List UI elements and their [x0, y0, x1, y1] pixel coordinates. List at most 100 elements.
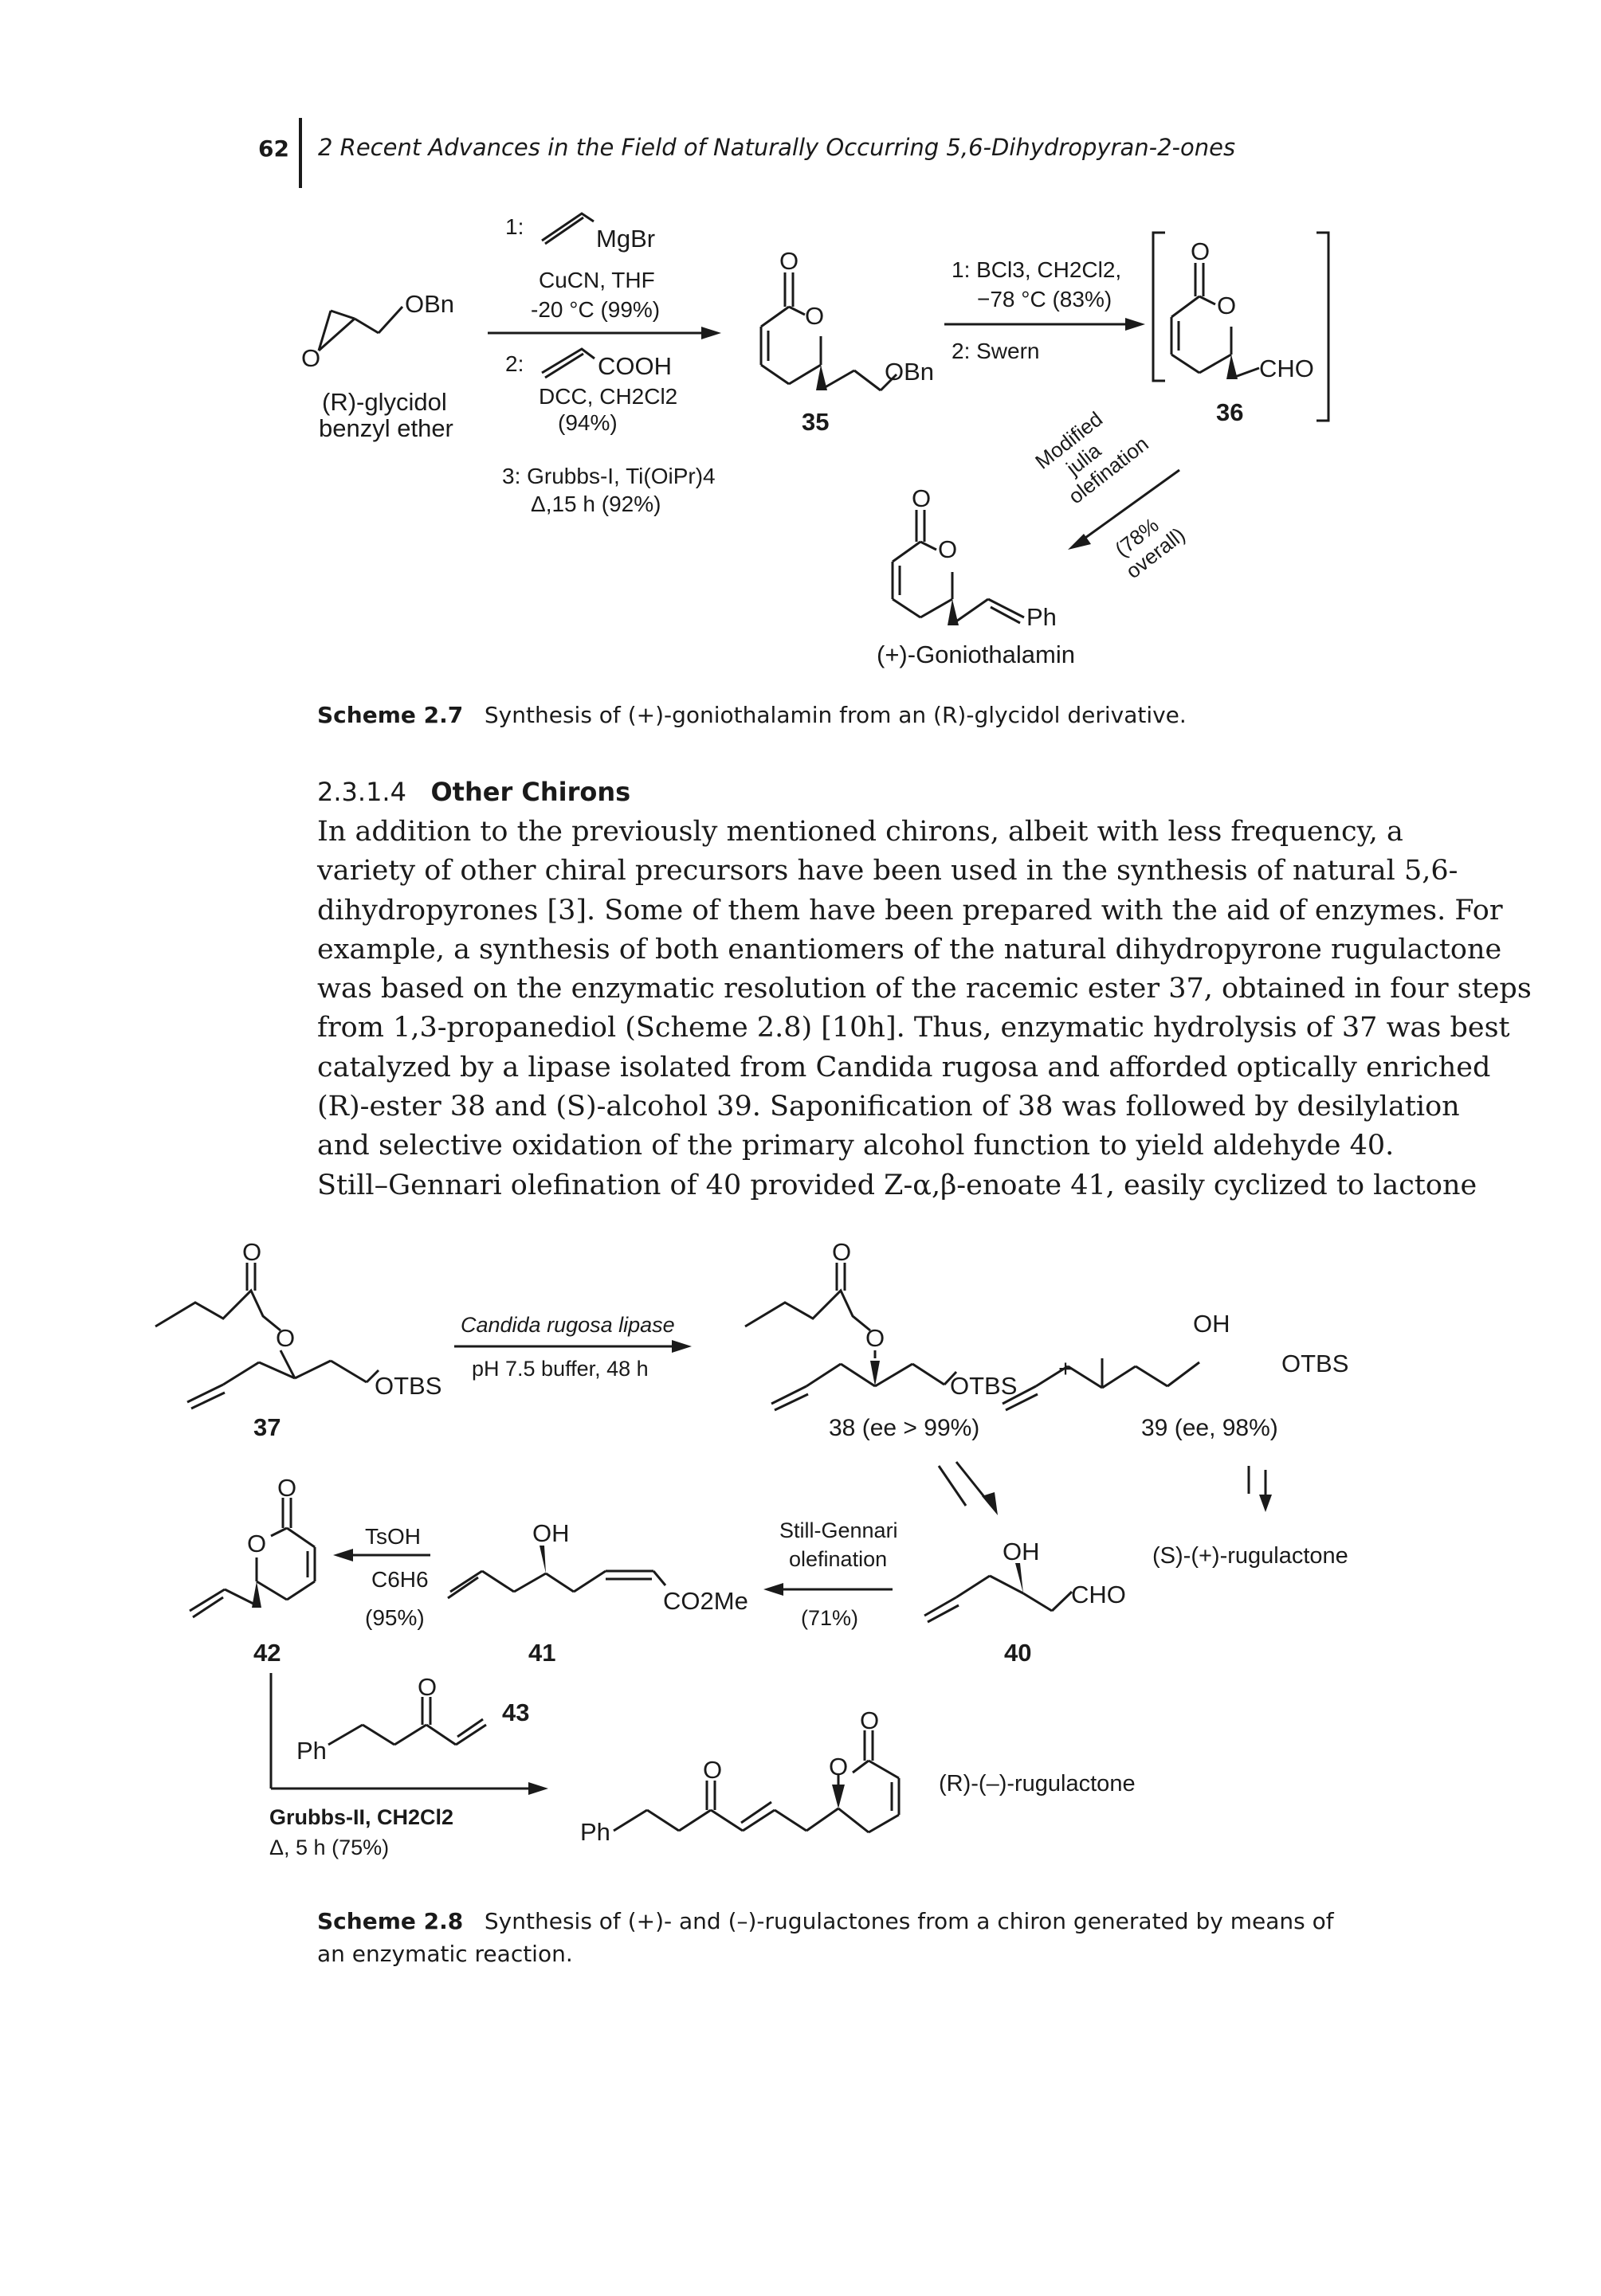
r-rugulactone-structure — [613, 1730, 901, 1834]
c37-otbs: OTBS — [375, 1372, 441, 1400]
c36-o-ring: O — [1217, 292, 1236, 319]
glycidol-benzyl-ether-structure — [317, 305, 404, 352]
c39-otbs: OTBS — [1281, 1350, 1348, 1377]
r-o-top: O — [860, 1706, 879, 1734]
compound-43-structure — [328, 1697, 487, 1746]
step1-reagent: MgBr — [596, 225, 655, 253]
compound-35-structure — [759, 272, 898, 392]
grubbs-arrow-head — [528, 1782, 548, 1795]
step1-conditions-1: CuCN, THF — [539, 268, 655, 292]
running-title: 2 Recent Advances in the Field of Natura… — [318, 134, 1236, 161]
scheme-2-8-caption-label: Scheme 2.8 — [317, 1908, 464, 1934]
s-rugulactone-name: (S)-(+)-rugulactone — [1152, 1543, 1348, 1569]
section-heading: 2.3.1.4 Other Chirons — [317, 777, 630, 807]
scheme-2-7: OBn O (R)-glycidol benzyl ether 1: MgBr … — [301, 212, 1330, 668]
c37-o-top: O — [242, 1238, 261, 1266]
goniothalamin-structure — [891, 510, 1025, 625]
reaction-arrow-1-head — [701, 327, 721, 339]
paragraph-line: (R)-ester 38 and (S)-alcohol 39. Saponif… — [317, 1091, 1460, 1123]
r-o-ring: O — [829, 1753, 848, 1781]
gonio-o-ring: O — [938, 535, 957, 563]
gonio-o-top: O — [912, 484, 931, 512]
still-gennari-arrow-head — [763, 1583, 783, 1596]
paragraph-line: variety of other chiral precursors have … — [317, 855, 1458, 887]
c35-label: 35 — [802, 408, 829, 436]
step2-number: 2: — [505, 351, 524, 376]
c38-otbs: OTBS — [950, 1372, 1017, 1400]
c43-o: O — [418, 1673, 437, 1701]
paragraph-line: Still–Gennari olefination of 40 provided… — [317, 1169, 1477, 1201]
julia-yield-group: (78% overall) — [1110, 513, 1189, 583]
still-gennari-line3: (71%) — [801, 1606, 858, 1630]
compound-36-structure — [1170, 263, 1260, 379]
julia-label-group: Modified julia olefination — [1030, 407, 1153, 509]
compound-39-structure — [1002, 1358, 1200, 1412]
r-rugulactone-name: (R)-(–)-rugulactone — [939, 1771, 1136, 1796]
paragraph-line: was based on the enzymatic resolution of… — [317, 973, 1532, 1005]
c39-oh: OH — [1193, 1310, 1230, 1338]
c43-ph: Ph — [296, 1737, 327, 1765]
plus-sign: + — [1058, 1354, 1073, 1382]
grubbs-line1: Grubbs-II, CH2Cl2 — [269, 1805, 453, 1829]
enzyme-conditions-2: pH 7.5 buffer, 48 h — [472, 1357, 649, 1381]
scheme-2-7-caption-text: Synthesis of (+)-goniothalamin from an (… — [484, 702, 1187, 728]
arrow2-line3: 2: Swern — [952, 339, 1040, 363]
scheme-2-8-caption-text-2: an enzymatic reaction. — [317, 1940, 573, 1967]
vinyl-mgbr-structure — [541, 212, 594, 245]
julia-arrow-head — [1068, 534, 1091, 550]
glycidol-o: O — [301, 344, 320, 372]
reaction-arrow-2-head — [1125, 318, 1145, 331]
c40-label: 40 — [1004, 1639, 1031, 1667]
c36-o-top: O — [1191, 237, 1210, 265]
scheme-2-8: O O OTBS 37 Candida rugosa lipase pH 7.5… — [155, 1238, 1348, 1859]
arrow2-line2: −78 °C (83%) — [977, 287, 1112, 311]
header-rule — [299, 118, 302, 188]
step3-conditions-1: 3: Grubbs-I, Ti(OiPr)4 — [502, 464, 716, 488]
c35-o-top: O — [779, 247, 799, 275]
c36-label: 36 — [1216, 398, 1243, 426]
r-ph: Ph — [580, 1818, 610, 1846]
tsoh-arrow-head — [333, 1549, 353, 1561]
section-title: Other Chirons — [430, 777, 631, 807]
double-arrow-39-rug-head — [1259, 1495, 1272, 1512]
still-gennari-line2: olefination — [789, 1547, 887, 1571]
c41-label: 41 — [528, 1639, 555, 1667]
step1-number: 1: — [505, 214, 524, 239]
c35-obn: OBn — [885, 358, 934, 386]
step2-reagent: COOH — [598, 352, 672, 380]
compound-42-structure — [189, 1498, 316, 1619]
enzyme-arrow-head — [672, 1340, 692, 1353]
c41-co2me: CO2Me — [663, 1587, 748, 1615]
c37-o-ester: O — [276, 1324, 295, 1352]
page-number: 62 — [258, 135, 289, 162]
step3-conditions-2: Δ,15 h (92%) — [531, 492, 661, 516]
scheme-2-8-caption: Scheme 2.8 Synthesis of (+)- and (–)-rug… — [317, 1906, 1369, 1970]
c36-cho: CHO — [1259, 355, 1314, 382]
compound-37-structure — [155, 1263, 380, 1410]
c38-o-top: O — [832, 1238, 851, 1266]
bracket-right — [1317, 231, 1330, 422]
c43-label: 43 — [502, 1698, 529, 1726]
tsoh-line1: TsOH — [365, 1524, 421, 1549]
c42-o-ring: O — [247, 1530, 266, 1557]
scheme-2-7-caption-label: Scheme 2.7 — [317, 702, 464, 728]
tsoh-line2: C6H6 — [371, 1567, 429, 1592]
acrylic-acid-structure — [541, 347, 595, 379]
c41-oh: OH — [532, 1519, 570, 1547]
c38-o-ester: O — [865, 1324, 885, 1352]
paragraph-line: In addition to the previously mentioned … — [317, 816, 1403, 848]
r-o-ketone: O — [703, 1756, 722, 1784]
step1-conditions-2: -20 °C (99%) — [531, 297, 660, 322]
compound-41-structure — [447, 1546, 667, 1600]
c37-label: 37 — [253, 1413, 281, 1441]
bracket-left — [1152, 231, 1165, 382]
arrow2-line1: 1: BCl3, CH2Cl2, — [952, 257, 1121, 282]
body-paragraph: In addition to the previously mentioned … — [317, 813, 1532, 1205]
scheme-2-8-caption-text-1: Synthesis of (+)- and (–)-rugulactones f… — [484, 1908, 1334, 1934]
tsoh-line3: (95%) — [365, 1605, 425, 1630]
paragraph-line: example, a synthesis of both enantiomers… — [317, 933, 1502, 966]
c40-cho: CHO — [1071, 1581, 1126, 1608]
compound-40-structure — [924, 1563, 1073, 1624]
paragraph-line: catalyzed by a lipase isolated from Cand… — [317, 1051, 1491, 1083]
julia-arrow-shaft — [1079, 468, 1180, 543]
